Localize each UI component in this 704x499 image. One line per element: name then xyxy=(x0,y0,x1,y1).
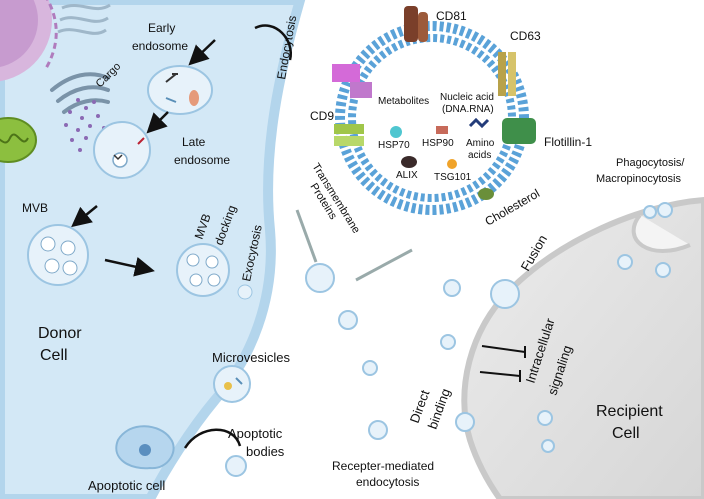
label-apoptotic-cell: Apoptotic cell xyxy=(88,478,165,493)
free-exosomes xyxy=(305,202,673,453)
recipient-cell-membrane xyxy=(461,196,704,499)
label-apoptotic-bodies-1: Apoptotic xyxy=(228,426,283,441)
exosome-zoom xyxy=(335,21,529,215)
fusion-vesicle xyxy=(490,279,520,309)
label-phagocytosis-1: Phagocytosis/ xyxy=(616,157,685,169)
label-cd63: CD63 xyxy=(510,29,541,43)
label-mvb: MVB xyxy=(22,201,48,215)
label-late-endosome-1: Late xyxy=(182,135,206,149)
label-early-endosome-1: Early xyxy=(148,21,175,35)
label-apoptotic-bodies-2: bodies xyxy=(246,444,285,459)
cd9-protein xyxy=(334,124,364,146)
pathway-arrows xyxy=(71,24,293,277)
cargo-icons xyxy=(390,117,490,169)
golgi-apparatus xyxy=(50,72,110,114)
label-hsp90: HSP90 xyxy=(422,138,454,149)
label-cd9: CD9 xyxy=(310,109,334,123)
exocytosis-vesicle xyxy=(237,284,253,300)
nucleus xyxy=(0,0,58,82)
label-nucleic-acid-1: Nucleic acid xyxy=(440,92,494,103)
label-microvesicles: Microvesicles xyxy=(212,350,291,365)
label-donor-cell-1: Donor xyxy=(38,325,82,342)
label-nucleic-acid-2: (DNA.RNA) xyxy=(442,104,494,115)
endoplasmic-reticulum xyxy=(57,3,111,35)
flotillin-protein xyxy=(502,118,536,144)
label-recipient-cell-1: Recipient xyxy=(596,403,663,420)
label-tsg101: TSG101 xyxy=(434,172,472,183)
label-phagocytosis-2: Macropinocytosis xyxy=(596,173,681,185)
microvesicle xyxy=(213,365,251,403)
label-late-endosome-2: endosome xyxy=(174,153,230,167)
mvb-docking xyxy=(176,243,230,297)
mitochondrion xyxy=(0,117,37,163)
label-amino-2: acids xyxy=(468,150,491,161)
zoom-lines xyxy=(295,209,413,282)
transmembrane-protein xyxy=(332,64,372,98)
label-hsp70: HSP70 xyxy=(378,140,410,151)
label-flotillin: Flotillin-1 xyxy=(544,135,592,149)
apoptotic-cell xyxy=(115,425,242,470)
mvb xyxy=(27,224,89,286)
label-alix: ALIX xyxy=(396,170,418,181)
label-early-endosome-2: endosome xyxy=(132,39,188,53)
label-donor-cell-2: Cell xyxy=(40,347,68,364)
cd63-protein xyxy=(498,52,516,96)
label-receptor-endocytosis-2: endocytosis xyxy=(356,475,419,489)
early-endosome xyxy=(147,65,213,115)
apoptotic-body xyxy=(225,455,247,477)
label-metabolites: Metabolites xyxy=(378,96,429,107)
label-amino-1: Amino xyxy=(466,138,495,149)
recipient-cell xyxy=(461,196,704,499)
label-receptor-endocytosis-1: Recepter-mediated xyxy=(332,459,434,473)
label-recipient-cell-2: Cell xyxy=(612,425,640,442)
late-endosome xyxy=(93,121,151,179)
cholesterol-molecule xyxy=(478,188,494,200)
cd81-protein xyxy=(404,6,428,42)
signaling-lines xyxy=(479,345,526,382)
label-cd81: CD81 xyxy=(436,9,467,23)
